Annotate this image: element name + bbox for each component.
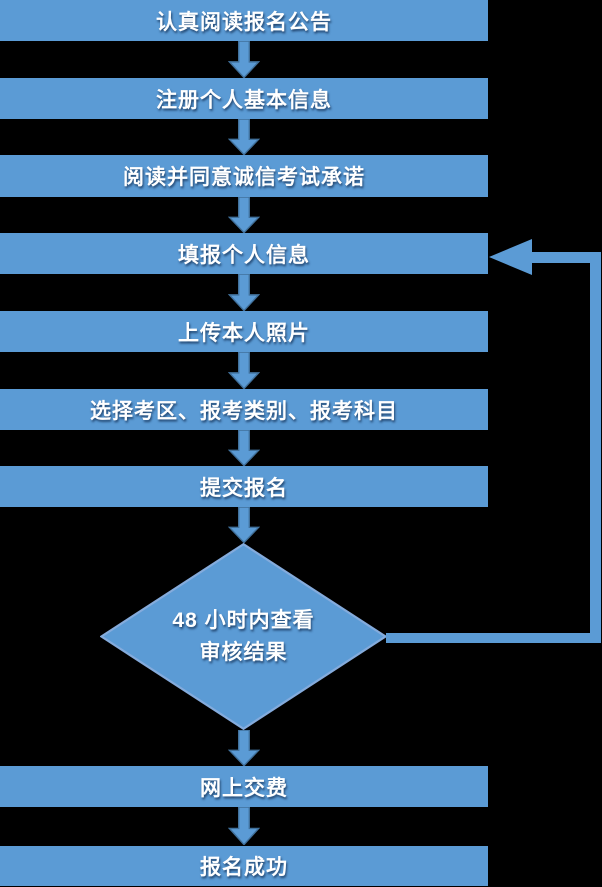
flow-arrow-down-icon — [228, 197, 260, 233]
loop-line-vertical — [590, 252, 601, 643]
flow-arrow-down-icon — [228, 507, 260, 543]
flow-arrow-down-icon — [228, 730, 260, 766]
step-label: 阅读并同意诚信考试承诺 — [123, 166, 365, 189]
step-label: 上传本人照片 — [178, 321, 310, 345]
loop-line-top — [532, 252, 601, 263]
step-box-register-info: 注册个人基本信息 — [0, 78, 488, 119]
step-label: 填报个人信息 — [178, 243, 310, 267]
step-label: 提交报名 — [200, 476, 288, 500]
decision-label-line2: 审核结果 — [199, 640, 288, 664]
step-box-read-announcement: 认真阅读报名公告 — [0, 0, 488, 41]
step-box-agree-commitment: 阅读并同意诚信考试承诺 — [0, 155, 488, 197]
decision-label: 48 小时内查看 审核结果 — [100, 543, 387, 730]
step-box-upload-photo: 上传本人照片 — [0, 311, 488, 352]
step-box-submit-registration: 提交报名 — [0, 466, 488, 507]
decision-label-line1: 48 小时内查看 — [172, 608, 315, 632]
step-label: 注册个人基本信息 — [156, 88, 332, 112]
step-label: 网上交费 — [200, 776, 288, 800]
flow-arrow-down-icon — [228, 41, 260, 78]
decision-diamond: 48 小时内查看 审核结果 — [100, 543, 387, 730]
step-box-fill-personal-info: 填报个人信息 — [0, 233, 488, 274]
step-label: 选择考区、报考类别、报考科目 — [90, 399, 398, 423]
flow-arrow-down-icon — [228, 352, 260, 389]
step-box-select-exam-options: 选择考区、报考类别、报考科目 — [0, 389, 488, 430]
flow-arrow-down-icon — [228, 119, 260, 155]
flow-arrow-down-icon — [228, 274, 260, 311]
loop-arrowhead-left-icon — [489, 239, 532, 275]
step-label: 认真阅读报名公告 — [156, 10, 332, 34]
diamond-shape — [100, 543, 387, 730]
flow-arrow-down-icon — [228, 807, 260, 845]
step-box-pay-online: 网上交费 — [0, 766, 488, 807]
flow-arrow-down-icon — [228, 430, 260, 466]
step-label: 报名成功 — [200, 856, 288, 879]
step-box-registration-success: 报名成功 — [0, 846, 488, 886]
loop-line-bottom — [386, 633, 601, 643]
